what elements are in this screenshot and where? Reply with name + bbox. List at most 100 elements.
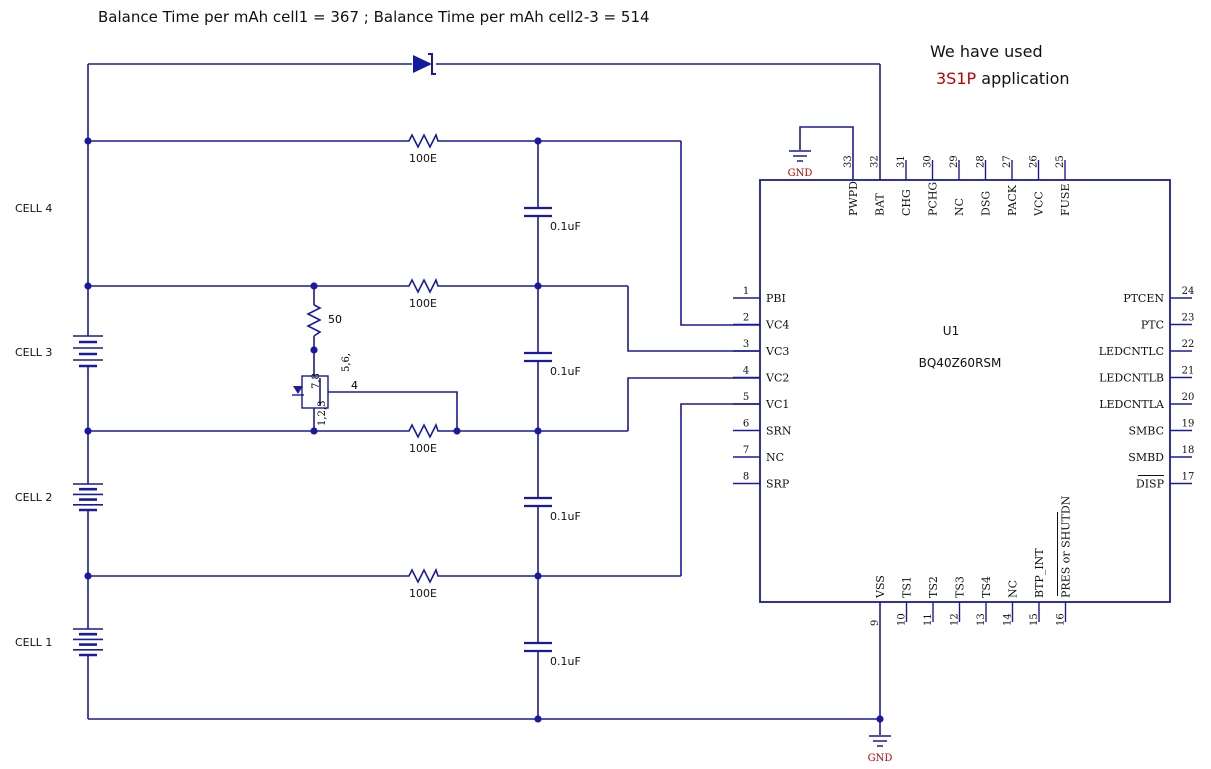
pin-name: PCHG bbox=[927, 182, 940, 216]
pin-name: SRP bbox=[766, 478, 790, 491]
pin-number: 4 bbox=[743, 366, 749, 377]
pin-number: 11 bbox=[923, 613, 934, 626]
filter-resistor-label: 100E bbox=[409, 587, 437, 600]
junction-dot bbox=[453, 427, 461, 435]
chip-pins: 33PWPD32BAT31CHG30PCHG29NC28DSG27PACK26V… bbox=[733, 155, 1194, 626]
vc3-route bbox=[627, 286, 760, 352]
pin-name: PACK bbox=[1006, 184, 1019, 216]
filter-resistor bbox=[405, 422, 441, 439]
capacitor-label: 0.1uF bbox=[550, 510, 581, 523]
balance-mosfet: 7,8 5,6, 1,2,3 4 bbox=[292, 353, 358, 426]
pin-number: 30 bbox=[923, 155, 934, 168]
pin-name: LEDCNTLA bbox=[1099, 398, 1165, 411]
cell-label: CELL 1 bbox=[15, 636, 52, 649]
pin-name: PRES or SHUTDN bbox=[1060, 495, 1073, 598]
pin-name: VSS bbox=[874, 575, 887, 599]
pin-name: NC bbox=[953, 198, 966, 216]
pin-name: TS1 bbox=[901, 576, 914, 598]
pin-name: NC bbox=[766, 451, 784, 464]
pin-number: 33 bbox=[843, 155, 854, 168]
pin-number: 31 bbox=[896, 155, 907, 168]
pin-name: BTP_INT bbox=[1033, 548, 1046, 598]
junction-group bbox=[84, 137, 884, 723]
junction-dot bbox=[876, 715, 884, 723]
junction-dot bbox=[534, 715, 542, 723]
junction-dot bbox=[310, 282, 318, 290]
pin-number: 15 bbox=[1029, 613, 1040, 626]
diode-bar bbox=[428, 53, 436, 75]
cell-label: CELL 4 bbox=[15, 202, 52, 215]
pin-name: PWPD bbox=[847, 181, 860, 216]
pin-number: 13 bbox=[976, 613, 987, 626]
junction-dot bbox=[84, 282, 92, 290]
pin-name: SMBC bbox=[1128, 425, 1164, 438]
capacitor-label: 0.1uF bbox=[550, 655, 581, 668]
pin-name: VCC bbox=[1033, 191, 1046, 217]
ground-bottom-label: GND bbox=[868, 753, 893, 764]
pin-name: TS3 bbox=[954, 576, 967, 598]
pin-name: PTC bbox=[1141, 319, 1164, 332]
pin-number: 14 bbox=[1003, 613, 1014, 626]
filter-resistor bbox=[405, 277, 441, 294]
pin-name: LEDCNTLC bbox=[1099, 345, 1164, 358]
chip-body bbox=[759, 179, 1171, 603]
application-note: We have used 3S1P application bbox=[930, 38, 1070, 92]
pin-name: NC bbox=[1007, 580, 1020, 598]
application-word: application bbox=[981, 69, 1070, 88]
pin-number: 3 bbox=[743, 339, 749, 350]
cell-label: CELL 3 bbox=[15, 346, 52, 359]
battery-group bbox=[73, 335, 103, 657]
junction-dot bbox=[310, 427, 318, 435]
mosfet-pins-left: 1,2,3 bbox=[317, 401, 328, 426]
pin-name: DSG bbox=[980, 191, 993, 216]
pin-number: 29 bbox=[949, 155, 960, 168]
pin-name: BAT bbox=[874, 193, 887, 216]
junction-dot bbox=[534, 427, 542, 435]
pin-number: 16 bbox=[1056, 613, 1067, 626]
mosfet-pins-right: 5,6, bbox=[341, 353, 352, 372]
application-note-line1: We have used bbox=[930, 42, 1043, 61]
pin-number: 9 bbox=[870, 620, 881, 626]
junction-dot bbox=[310, 346, 318, 354]
capacitor-group bbox=[524, 206, 552, 653]
diode-triangle bbox=[413, 55, 432, 73]
filter-resistor-group bbox=[405, 132, 441, 584]
ground-bottom bbox=[869, 735, 891, 747]
chip-part: BQ40Z60RSM bbox=[919, 356, 1002, 370]
pin-number: 18 bbox=[1182, 445, 1195, 456]
vc2-route bbox=[627, 377, 760, 431]
pin-number: 23 bbox=[1182, 313, 1195, 324]
bq40z60-chip: U1 BQ40Z60RSM 33PWPD32BAT31CHG30PCHG29NC… bbox=[733, 155, 1194, 626]
pin-number: 6 bbox=[743, 419, 749, 430]
mosfet-body bbox=[301, 375, 329, 409]
pin-name: VC1 bbox=[765, 398, 789, 411]
pin-number: 5 bbox=[743, 392, 749, 403]
pin-number: 24 bbox=[1182, 286, 1195, 297]
config-highlight: 3S1P bbox=[936, 69, 977, 88]
cell-label: CELL 2 bbox=[15, 491, 52, 504]
gate-wire bbox=[328, 391, 458, 431]
filter-resistor-label: 100E bbox=[409, 152, 437, 165]
capacitor-label: 0.1uF bbox=[550, 365, 581, 378]
cell-labels: CELL 4 CELL 3 CELL 2 CELL 1 bbox=[15, 202, 52, 649]
pin-number: 19 bbox=[1182, 419, 1195, 430]
pin-number: 26 bbox=[1029, 155, 1040, 168]
pwpd-wire bbox=[799, 126, 854, 180]
pin-name: FUSE bbox=[1059, 184, 1072, 216]
pin-number: 2 bbox=[743, 313, 749, 324]
filter-resistor bbox=[405, 132, 441, 149]
pin-name: VC2 bbox=[765, 372, 789, 385]
pin-name: CHG bbox=[900, 189, 913, 216]
junction-dot bbox=[84, 572, 92, 580]
ground-top bbox=[789, 150, 811, 162]
junction-dot bbox=[534, 282, 542, 290]
pin-number: 27 bbox=[1002, 155, 1013, 168]
mosfet-gate-pin: 4 bbox=[351, 379, 358, 392]
ground-top-label: GND bbox=[788, 168, 813, 179]
junction-dot bbox=[84, 137, 92, 145]
junction-dot bbox=[534, 572, 542, 580]
pin-name: VC4 bbox=[765, 319, 789, 332]
pin-name: SRN bbox=[766, 425, 792, 438]
protection-diode bbox=[413, 53, 436, 75]
